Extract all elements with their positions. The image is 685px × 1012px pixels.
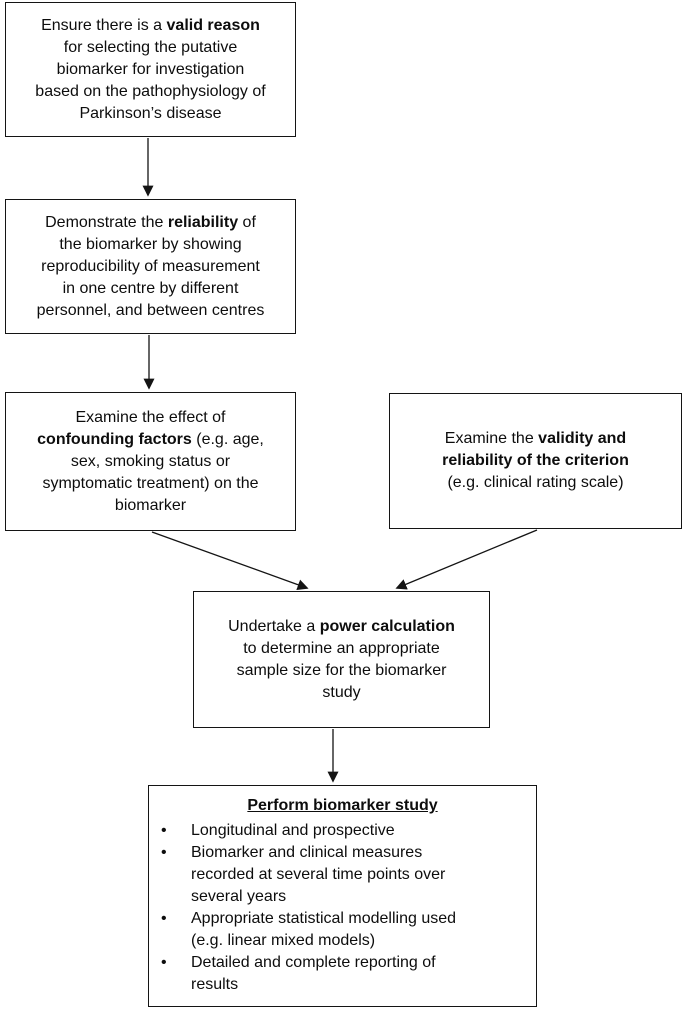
- node-confounding-factors: Examine the effect of confounding factor…: [5, 392, 296, 531]
- perform-bullet-item: • Biomarker and clinical measures recorde…: [149, 842, 536, 908]
- bullet-icon: •: [161, 844, 167, 861]
- perform-study-title: Perform biomarker study: [247, 797, 438, 814]
- node-valid-reason-text: Ensure there is a valid reason for selec…: [35, 16, 266, 122]
- node-criterion-validity: Examine the validity and reliability of …: [389, 393, 682, 529]
- bullet-text: Longitudinal and prospective: [191, 822, 395, 839]
- perform-bullet-item: • Appropriate statistical modelling used …: [149, 908, 536, 952]
- node-valid-reason: Ensure there is a valid reason for selec…: [5, 2, 296, 137]
- node-power-calculation-text: Undertake a power calculation to determi…: [228, 617, 455, 701]
- node-reliability-text: Demonstrate the reliability of the bioma…: [36, 213, 265, 319]
- bullet-text: Detailed and complete reporting of resul…: [191, 954, 436, 993]
- bullet-text: Appropriate statistical modelling used (…: [191, 910, 457, 949]
- bullet-text: Biomarker and clinical measures recorded…: [191, 844, 446, 905]
- bullet-icon: •: [161, 822, 167, 839]
- node-reliability: Demonstrate the reliability of the bioma…: [5, 199, 296, 334]
- node-perform-study: Perform biomarker study • Longitudinal an…: [148, 785, 537, 1007]
- arrow-confounding-to-power: [151, 531, 309, 591]
- perform-bullet-item: • Detailed and complete reporting of resu…: [149, 952, 536, 996]
- node-power-calculation: Undertake a power calculation to determi…: [193, 591, 490, 728]
- bullet-icon: •: [161, 910, 167, 927]
- node-criterion-validity-text: Examine the validity and reliability of …: [442, 430, 629, 491]
- bullet-icon: •: [161, 954, 167, 971]
- perform-bullet-item: • Longitudinal and prospective: [149, 820, 536, 842]
- node-confounding-factors-text: Examine the effect of confounding factor…: [37, 408, 264, 514]
- perform-bullet-list: • Longitudinal and prospective • Biomarker …: [149, 820, 536, 996]
- arrow-criterion-to-power: [395, 529, 538, 590]
